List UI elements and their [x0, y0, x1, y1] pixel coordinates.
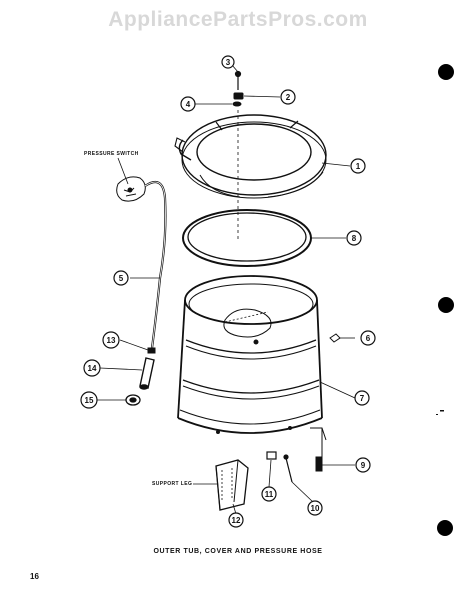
callout-8a-circle [346, 230, 362, 246]
callout-5: 5 [119, 274, 124, 283]
callout-1-circle [350, 158, 366, 174]
part-13-clamp [147, 347, 156, 354]
callout-13-circle [102, 331, 120, 349]
part-14-air-dome [139, 357, 155, 390]
part-10-screw [283, 454, 293, 483]
callout-6-circle [360, 330, 376, 346]
punch-hole-bottom [437, 520, 453, 536]
callout-circles [80, 55, 376, 528]
callout-2-circle [280, 89, 296, 105]
callout-10: 10 [311, 504, 320, 513]
punch-hole-top [438, 64, 454, 80]
callout-13: 13 [107, 336, 116, 345]
diagram-caption: OUTER TUB, COVER AND PRESSURE HOSE [153, 548, 323, 555]
callout-1: 1 [356, 162, 361, 171]
callout-8a: 8 [352, 234, 357, 243]
punch-hole-middle [438, 297, 454, 313]
callout-3: 3 [226, 58, 231, 67]
leader-lines [97, 64, 356, 515]
page-number: 16 [30, 572, 39, 581]
callout-7-circle [354, 390, 370, 406]
callout-numbers: 3 2 4 1 8 5 6 13 14 15 7 9 11 10 12 [85, 58, 371, 525]
callout-4-circle [180, 96, 196, 112]
callout-3-circle [221, 55, 235, 69]
part-5-pressure-hose [144, 180, 167, 349]
watermark: AppliancePartsPros.com [108, 8, 368, 31]
support-leg-label: SUPPORT LEG [152, 481, 193, 487]
callout-7: 7 [360, 394, 365, 403]
callout-15-circle [80, 391, 98, 409]
part-1-tub-cover [174, 110, 327, 240]
part-9-clip [329, 333, 341, 343]
callout-10-circle [307, 500, 323, 516]
part-4-nut [232, 101, 242, 107]
callout-14: 14 [88, 364, 97, 373]
callout-9: 9 [361, 461, 366, 470]
part-12-support-leg [215, 459, 249, 511]
specks [436, 410, 444, 415]
part-pressure-switch [116, 176, 146, 202]
part-7-outer-tub [177, 275, 323, 434]
callout-12-circle [228, 512, 244, 528]
callout-2: 2 [286, 93, 291, 102]
part-9-bracket [310, 427, 327, 472]
part-11-bumper [266, 451, 277, 460]
punch-holes [437, 64, 454, 536]
callout-15: 15 [85, 396, 94, 405]
pressure-switch-label: PRESSURE SWITCH [84, 151, 139, 157]
part-15-grommet [125, 394, 141, 406]
callout-14-circle [83, 359, 101, 377]
callout-11-circle [261, 486, 277, 502]
callout-6: 6 [366, 334, 371, 343]
callout-5-circle [113, 270, 129, 286]
part-8-gasket [182, 209, 312, 267]
part-2-clip [233, 92, 244, 100]
part-3-screw [234, 70, 242, 90]
callout-9-circle [355, 457, 371, 473]
callout-12: 12 [232, 516, 241, 525]
callout-11: 11 [265, 490, 274, 499]
callout-4: 4 [186, 100, 191, 109]
